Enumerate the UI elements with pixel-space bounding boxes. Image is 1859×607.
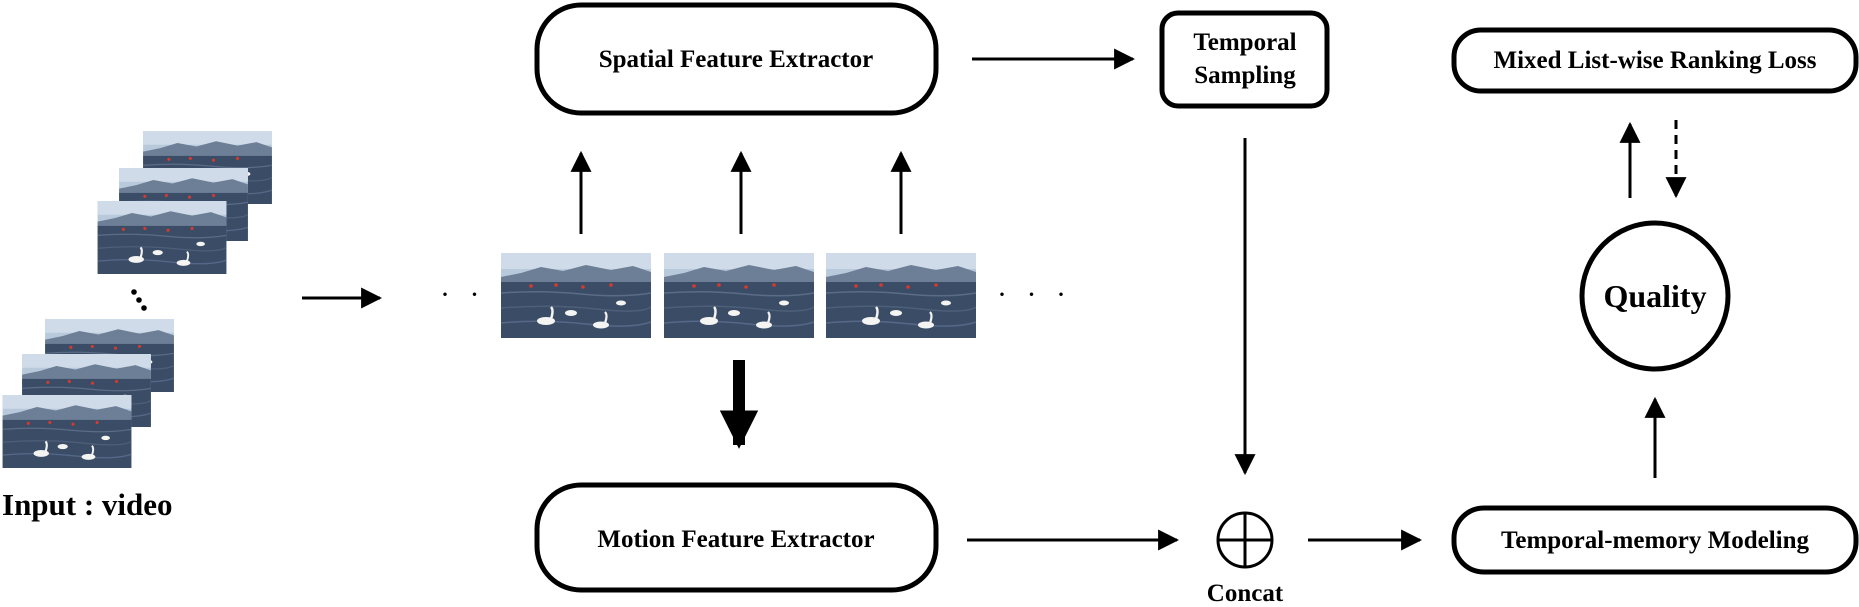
input-label: Input : video (2, 487, 173, 522)
quality-label: Quality (1603, 278, 1706, 314)
temporal-sampling: Temporal Sampling (1159, 10, 1330, 109)
spatial-feature-extractor-label: Spatial Feature Extractor (599, 46, 873, 73)
temporal-memory-modeling-label: Temporal-memory Modeling (1501, 527, 1810, 554)
input-video-stack-top (97, 131, 272, 274)
spatial-feature-extractor: Spatial Feature Extractor (534, 2, 939, 116)
concat-label: Concat (1207, 580, 1284, 607)
video-frame-2 (664, 253, 814, 338)
video-frame-3 (826, 253, 976, 338)
frames-ellipsis-left: · · · (440, 278, 515, 311)
video-frame-1 (501, 253, 651, 338)
mixed-listwise-ranking-loss: Mixed List-wise Ranking Loss (1451, 27, 1859, 94)
motion-feature-extractor: Motion Feature Extractor (534, 482, 939, 593)
motion-feature-extractor-label: Motion Feature Extractor (597, 526, 874, 553)
input-video-stack-bottom (2, 319, 174, 468)
temporal-sampling-label-line1: Temporal (1193, 29, 1296, 56)
input-stack-dots (131, 289, 147, 311)
temporal-memory-modeling: Temporal-memory Modeling (1451, 505, 1859, 575)
ranking-loss-label: Mixed List-wise Ranking Loss (1494, 47, 1817, 74)
frames-ellipsis-right: · · · (997, 278, 1072, 311)
quality-node: Quality (1579, 220, 1731, 372)
temporal-sampling-label-line2: Sampling (1194, 62, 1296, 89)
concat-operator (1216, 511, 1274, 569)
